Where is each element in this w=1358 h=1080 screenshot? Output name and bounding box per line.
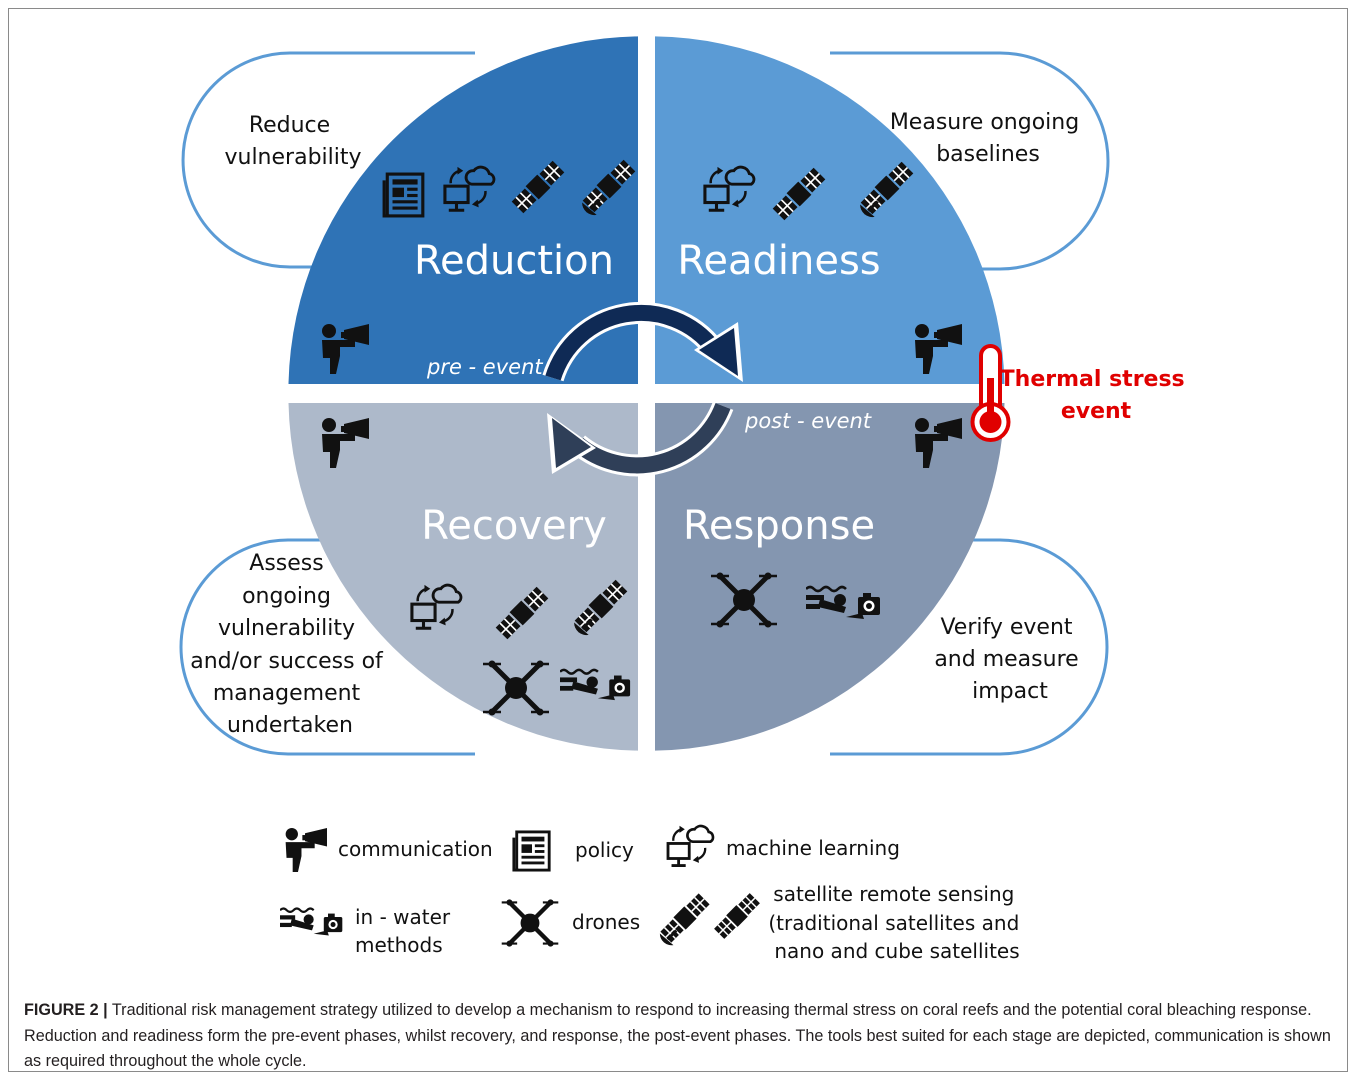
legend-in-water: in - water methods	[355, 905, 457, 957]
quadrant-readiness	[655, 36, 1005, 385]
phase-title-reduction: Reduction	[414, 238, 614, 284]
in-water-methods-icon	[280, 907, 344, 937]
legend: communication policy machine learning in…	[280, 824, 1025, 963]
thermometer-icon	[970, 344, 1011, 442]
bubble-text-reduction: Reduce vulnerability	[224, 113, 361, 170]
figure-label: FIGURE 2 |	[24, 1001, 108, 1019]
thermal-stress-label: Thermal stress event	[1000, 367, 1193, 424]
bubble-recovery	[179, 538, 475, 756]
bubble-text-readiness: Measure ongoing baselines	[890, 110, 1086, 167]
legend-machine-learning: machine learning	[726, 836, 900, 860]
bubble-response	[830, 538, 1109, 756]
bubble-text-recovery: Assess ongoing vulnerability and/or succ…	[190, 551, 390, 738]
phase-wheel	[288, 36, 1005, 751]
caption-text: Traditional risk management strategy uti…	[24, 1001, 1331, 1070]
phase-title-recovery: Recovery	[421, 503, 606, 549]
bubble-text-response: Verify event and measure impact	[934, 615, 1085, 704]
legend-communication: communication	[338, 837, 493, 861]
legend-policy: policy	[575, 838, 634, 862]
quadrant-recovery	[288, 403, 638, 751]
phase-title-readiness: Readiness	[677, 238, 880, 284]
bubbles	[179, 51, 1110, 756]
cycle-arrows	[542, 301, 743, 477]
legend-drones: drones	[572, 910, 640, 934]
figure-caption: FIGURE 2 | Traditional risk management s…	[24, 998, 1342, 1075]
drone-icon	[502, 899, 559, 946]
bubble-reduction	[181, 51, 475, 269]
risk-cycle-diagram: Reduce vulnerability Measure ongoing bas…	[179, 36, 1193, 963]
pre-event-label: pre - event	[426, 355, 543, 379]
phase-title-response: Response	[683, 503, 875, 549]
machine-learning-icon	[666, 824, 715, 868]
satellite-icon	[658, 891, 712, 947]
quadrant-response	[655, 403, 1005, 751]
satellite-icon	[712, 891, 762, 941]
legend-satellite: satellite remote sensing (traditional sa…	[768, 882, 1025, 963]
figure-frame	[8, 8, 1348, 1072]
bubble-readiness	[830, 51, 1110, 271]
post-event-label: post - event	[744, 409, 872, 433]
communication-icon	[285, 828, 327, 872]
policy-icon	[512, 830, 551, 872]
